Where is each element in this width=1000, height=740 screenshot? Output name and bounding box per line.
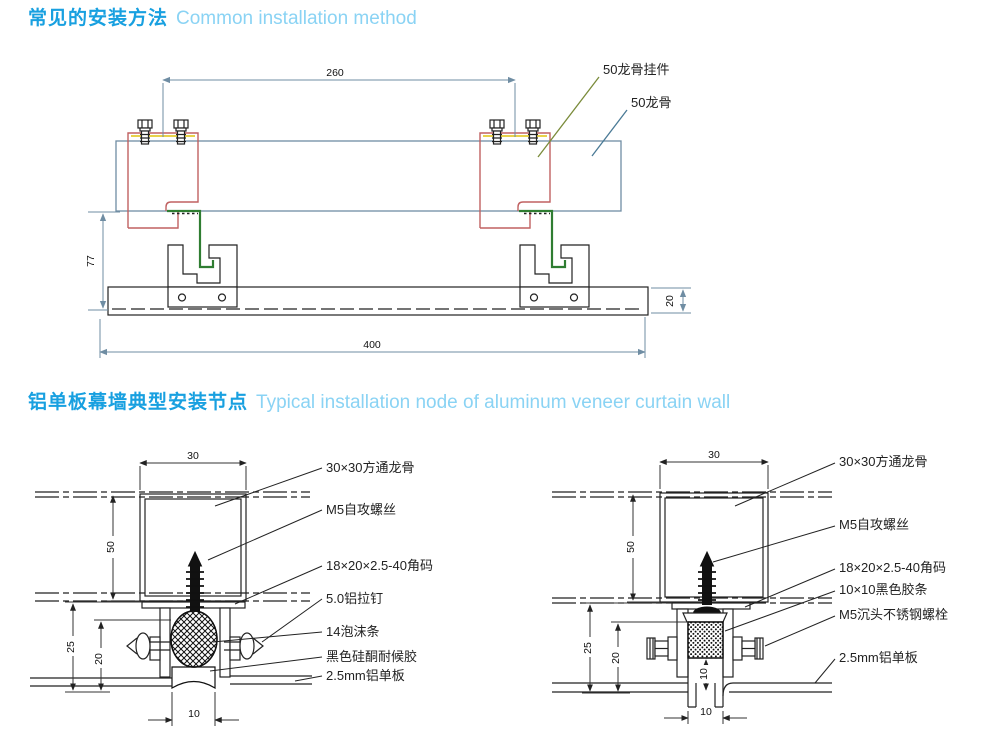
- label-gasket: 10×10黑色胶条: [839, 582, 928, 597]
- label-square-tube: 30×30方通龙骨: [839, 454, 928, 469]
- dim-50-value: 50: [625, 541, 637, 553]
- dim-25-value: 25: [582, 642, 594, 654]
- foam-rod: [170, 610, 218, 668]
- dim-50-value: 50: [105, 541, 117, 553]
- dim-20-rail-value: 20: [664, 295, 676, 307]
- dim-400-value: 400: [363, 339, 381, 351]
- dim-30-value: 30: [187, 450, 199, 462]
- dim-10-fold-value: 10: [698, 668, 710, 680]
- u-bracket-right: [519, 244, 590, 308]
- section2-title-zh: 铝单板幕墙典型安装节点: [28, 392, 249, 413]
- common-installation-diagram: 260 77 400 20 50龙骨挂件 50龙骨: [85, 62, 691, 358]
- section1-title-zh: 常见的安装方法: [28, 8, 169, 29]
- left-node-leaders: [207, 467, 323, 682]
- label-square-tube: 30×30方通龙骨: [326, 460, 415, 475]
- dim-77: 77: [85, 211, 120, 311]
- dim-30: 30: [659, 449, 769, 489]
- left-node-diagram: 30 50 25 20 10 30×30方通龙骨 M5自攻螺丝: [30, 450, 433, 726]
- dim-20-rail: 20: [651, 287, 691, 314]
- square-tube: [139, 493, 247, 602]
- dim-10-gap: 10: [148, 692, 239, 726]
- keel-leader-line: [591, 109, 628, 157]
- hanger-label-group: 50龙骨挂件: [537, 62, 669, 158]
- dim-25: 25: [582, 602, 672, 694]
- aluminum-panels: [30, 675, 312, 687]
- dim-20-value: 20: [93, 653, 105, 665]
- countersunk-seat: [682, 612, 728, 623]
- section2-title-en: Typical installation node of aluminum ve…: [256, 392, 731, 413]
- bolt-left: [646, 637, 669, 660]
- dim-10-fold: 10: [698, 659, 712, 691]
- dim-50: 50: [625, 494, 660, 603]
- dim-10-gap: 10: [664, 706, 747, 724]
- bolt-right: [741, 637, 764, 660]
- aluminum-panels: [552, 682, 832, 697]
- keel-beam: [115, 140, 622, 212]
- dim-260-value: 260: [326, 67, 344, 79]
- sealant-section: [171, 666, 216, 690]
- label-sealant: 黑色硅酮耐候胶: [326, 649, 417, 664]
- dim-10-gap-value: 10: [700, 706, 712, 718]
- label-angle: 18×20×2.5-40角码: [839, 560, 946, 575]
- section1-title: 常见的安装方法 Common installation method: [28, 3, 417, 30]
- label-foam: 14泡沫条: [326, 624, 379, 639]
- label-panel: 2.5mm铝单板: [326, 668, 405, 683]
- dim-20: 20: [93, 619, 171, 691]
- dim-30-value: 30: [708, 449, 720, 461]
- screw: [186, 550, 204, 611]
- label-rivet: 5.0铝拉钉: [326, 591, 383, 606]
- u-bracket-left: [167, 244, 238, 308]
- base-rail: [107, 286, 649, 316]
- dim-20-value: 20: [610, 652, 622, 664]
- dim-30: 30: [139, 450, 247, 490]
- hanger-label: 50龙骨挂件: [603, 62, 669, 77]
- dim-10-gap-value: 10: [188, 708, 200, 720]
- section1-title-en: Common installation method: [176, 8, 417, 29]
- dim-260: 260: [162, 67, 516, 137]
- dim-25: 25: [65, 601, 142, 693]
- section2-title: 铝单板幕墙典型安装节点 Typical installation node of …: [28, 387, 730, 414]
- panel-joint: [687, 658, 724, 708]
- panel-section-lines: [35, 491, 310, 602]
- keel-label: 50龙骨: [631, 95, 671, 110]
- rubber-gasket: [687, 621, 724, 659]
- right-node-leaders: [712, 462, 836, 684]
- dim-25-value: 25: [65, 641, 77, 653]
- label-angle: 18×20×2.5-40角码: [326, 558, 433, 573]
- right-node-diagram: 30 50 25 20 10 10: [552, 449, 948, 724]
- label-bolt: M5沉头不锈钢螺栓: [839, 607, 948, 622]
- hanger-leader-line: [537, 76, 600, 158]
- dim-50: 50: [105, 495, 140, 602]
- label-screw: M5自攻螺丝: [839, 517, 909, 532]
- dim-400: 400: [99, 317, 646, 358]
- rivet-left: [126, 632, 170, 660]
- square-tube: [659, 492, 769, 603]
- dim-77-value: 77: [85, 255, 97, 267]
- screw: [693, 550, 721, 613]
- keel-label-group: 50龙骨: [591, 95, 671, 157]
- dim-20: 20: [610, 621, 688, 692]
- label-panel: 2.5mm铝单板: [839, 650, 918, 665]
- label-screw: M5自攻螺丝: [326, 502, 396, 517]
